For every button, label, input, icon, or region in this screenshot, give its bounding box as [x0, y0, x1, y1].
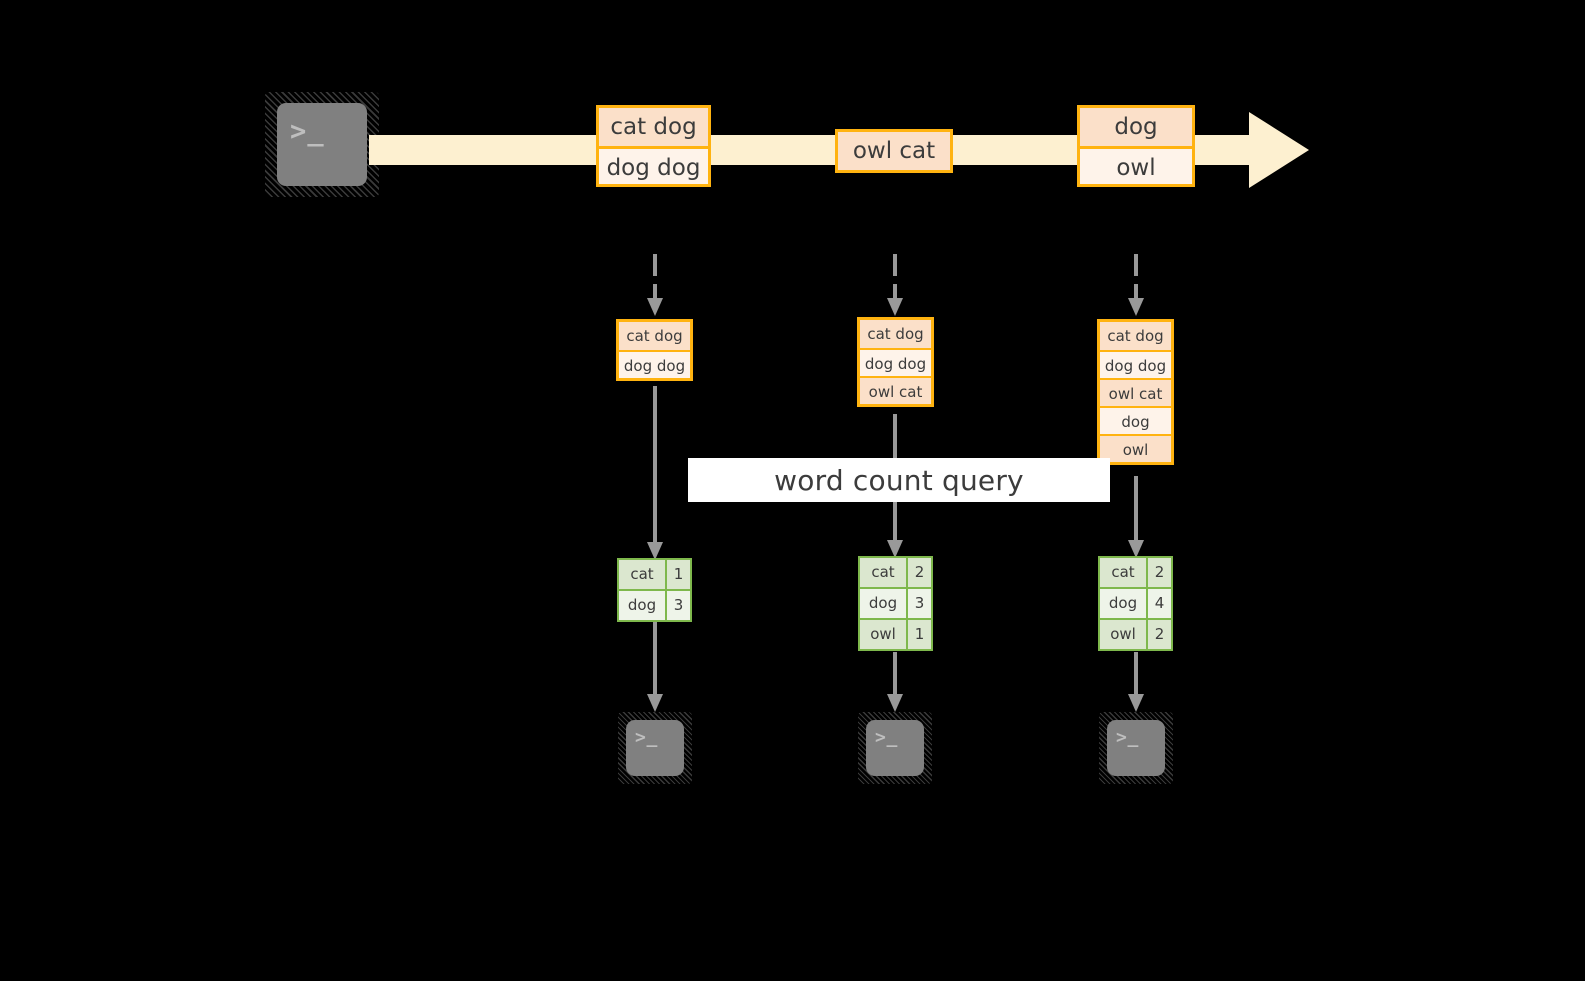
sink-terminal-icon-t2: >_: [858, 712, 932, 784]
snapshot-line: dog: [1100, 406, 1171, 434]
sink-connector-t2: [885, 652, 905, 714]
result-key: cat: [619, 560, 665, 589]
result-value: 3: [906, 589, 931, 618]
stream-record-3: dog owl: [1077, 105, 1195, 187]
stream-record-line: dog dog: [599, 146, 708, 184]
sink-connector-t1: [645, 622, 665, 714]
stream-record-1: cat dog dog dog: [596, 105, 711, 187]
snapshot-line: dog dog: [1100, 350, 1171, 378]
result-value: 4: [1146, 589, 1171, 618]
result-table-t1: cat 1 dog 3: [617, 558, 692, 622]
table-row: owl 2: [1100, 618, 1171, 649]
result-key: cat: [860, 558, 906, 587]
snapshot-stack-t3: cat dog dog dog owl cat dog owl: [1097, 319, 1174, 465]
table-row: dog 3: [619, 589, 690, 620]
snapshot-line: cat dog: [1100, 322, 1171, 350]
sink-connector-t3: [1126, 652, 1146, 714]
stream-tap-arrow-2: [885, 254, 905, 318]
result-key: dog: [619, 591, 665, 620]
result-value: 2: [1146, 620, 1171, 649]
stream-record-line: cat dog: [599, 108, 708, 146]
result-table-t3: cat 2 dog 4 owl 2: [1098, 556, 1173, 651]
terminal-prompt-glyph: >_: [635, 727, 659, 748]
result-key: cat: [1100, 558, 1146, 587]
result-key: dog: [860, 589, 906, 618]
result-key: dog: [1100, 589, 1146, 618]
result-key: owl: [860, 620, 906, 649]
table-row: owl 1: [860, 618, 931, 649]
sink-terminal-icon-t1: >_: [618, 712, 692, 784]
result-value: 2: [1146, 558, 1171, 587]
table-row: dog 3: [860, 587, 931, 618]
stream-record-line: owl cat: [838, 132, 950, 170]
snapshot-line: dog dog: [860, 348, 931, 376]
terminal-screen: [866, 720, 924, 776]
terminal-screen: [626, 720, 684, 776]
stream-record-2: owl cat: [835, 129, 953, 173]
terminal-prompt-glyph: >_: [1116, 727, 1140, 748]
table-row: cat 1: [619, 560, 690, 589]
snapshot-line: cat dog: [619, 322, 690, 350]
result-value: 1: [665, 560, 690, 589]
stream-record-line: dog: [1080, 108, 1192, 146]
snapshot-line: owl cat: [860, 376, 931, 404]
terminal-prompt-glyph: >_: [290, 116, 325, 147]
stream-tap-arrow-3: [1126, 254, 1146, 318]
result-table-t2: cat 2 dog 3 owl 1: [858, 556, 933, 651]
table-row: cat 2: [1100, 558, 1171, 587]
terminal-screen: [1107, 720, 1165, 776]
result-value: 3: [665, 591, 690, 620]
query-connector-t3: [1126, 476, 1146, 560]
result-value: 1: [906, 620, 931, 649]
terminal-screen: [277, 103, 367, 186]
snapshot-line: cat dog: [860, 320, 931, 348]
source-terminal-icon: >_: [265, 92, 379, 197]
table-row: dog 4: [1100, 587, 1171, 618]
table-row: cat 2: [860, 558, 931, 587]
snapshot-stack-t2: cat dog dog dog owl cat: [857, 317, 934, 407]
stream-record-line: owl: [1080, 146, 1192, 184]
query-connector-t1: [645, 386, 665, 562]
result-value: 2: [906, 558, 931, 587]
snapshot-line: owl cat: [1100, 378, 1171, 406]
snapshot-line: dog dog: [619, 350, 690, 378]
snapshot-line: owl: [1100, 434, 1171, 462]
snapshot-stack-t1: cat dog dog dog: [616, 319, 693, 381]
result-key: owl: [1100, 620, 1146, 649]
stream-tap-arrow-1: [645, 254, 665, 318]
query-label-band: word count query: [688, 458, 1110, 502]
terminal-prompt-glyph: >_: [875, 727, 899, 748]
sink-terminal-icon-t3: >_: [1099, 712, 1173, 784]
query-label: word count query: [774, 463, 1024, 497]
